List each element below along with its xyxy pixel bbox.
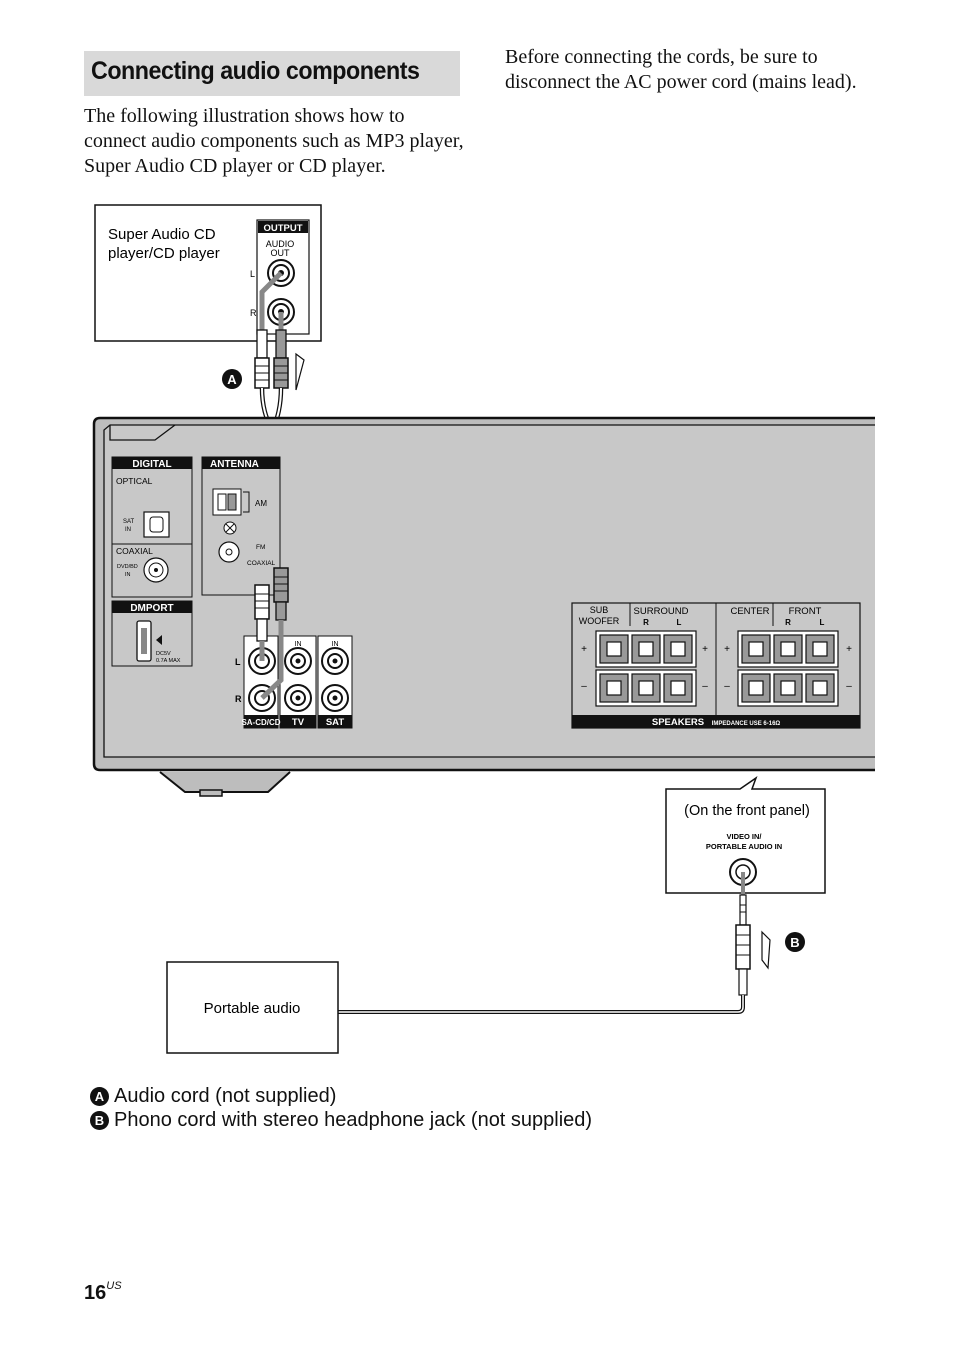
callout-b: B [785, 932, 805, 952]
intro-text: The following illustration shows how to … [84, 105, 464, 177]
audio-label: AUDIO [266, 239, 295, 249]
input-right-label: R [235, 694, 242, 704]
plug-top-red [273, 329, 289, 389]
svg-text:–: – [724, 681, 730, 692]
receiver-rear-panel: DIGITAL OPTICAL SAT IN COAXIAL DVD/BD IN… [92, 416, 875, 797]
front-right-label: R [785, 618, 791, 627]
svg-text:+: + [581, 644, 587, 655]
tv-jack-label: TV [292, 717, 305, 728]
svg-text:–: – [702, 681, 708, 692]
svg-text:+: + [846, 644, 852, 655]
sat-jack-r [321, 684, 349, 712]
callout-b-letter: B [790, 935, 799, 950]
output-label: OUTPUT [263, 223, 302, 234]
speakers-label: SPEAKERS [652, 717, 704, 728]
video-in-label: VIDEO IN/ [726, 832, 762, 841]
arrow-a-icon [295, 352, 305, 391]
audio-inputs: IN IN L R SA-CD/CD TV SAT [235, 635, 353, 729]
section-title: Connecting audio components [91, 57, 420, 85]
legend-text-b: Phono cord with stereo headphone jack (n… [114, 1109, 593, 1131]
front-left-label: L [820, 618, 825, 627]
speaker-terminals-left [595, 630, 697, 707]
speaker-terminals-right [737, 630, 839, 707]
sacd-label-line2: player/CD player [108, 245, 220, 262]
dc-label: DC5V [156, 651, 171, 657]
ground-icon [223, 521, 237, 535]
input-left-label: L [235, 657, 241, 667]
plug-top-white [254, 329, 270, 389]
legend-text-a: Audio cord (not supplied) [114, 1085, 337, 1107]
callout-a: A [222, 369, 242, 389]
sat-jack-label: SAT [326, 717, 344, 728]
sub-label: SUB [590, 605, 609, 615]
tv-jack-r [284, 684, 312, 712]
sat-in-jack-label: IN [332, 641, 339, 648]
sat-jack-l [321, 647, 349, 675]
dmport-section: DMPORT DC5V 0.7A MAX [111, 600, 193, 667]
speakers-section: SUB WOOFER SURROUND R L CENTER FRONT R L [571, 602, 861, 729]
arrow-b-icon [761, 930, 771, 970]
legend-badge-a: A [90, 1087, 109, 1106]
sacd-jack-label: SA-CD/CD [241, 718, 280, 727]
page-number-value: 16 [84, 1282, 107, 1304]
page-number-suffix: US [106, 1280, 122, 1292]
impedance-label: IMPEDANCE USE 6-16Ω [712, 721, 781, 727]
plug-bottom-white [254, 584, 270, 642]
portable-audio-in-label: PORTABLE AUDIO IN [706, 842, 782, 851]
svg-text:+: + [724, 644, 730, 655]
sacd-left-label: L [250, 269, 255, 279]
center-label: CENTER [730, 606, 769, 617]
svg-text:+: + [702, 644, 708, 655]
front-panel-caption: (On the front panel) [684, 803, 810, 819]
digital-section: DIGITAL OPTICAL SAT IN COAXIAL DVD/BD IN [111, 456, 193, 598]
fm-coaxial-label: COAXIAL [247, 560, 276, 567]
front-panel-inset: (On the front panel) VIDEO IN/ PORTABLE … [665, 776, 826, 894]
callout-a-letter: A [227, 372, 237, 387]
antenna-label: ANTENNA [210, 459, 259, 470]
legend-item-a: A Audio cord (not supplied) [90, 1085, 336, 1108]
dvdbd-in-label: IN [125, 572, 131, 578]
portable-audio-box: Portable audio [166, 961, 339, 1054]
svg-text:–: – [581, 681, 587, 692]
fm-jack [218, 541, 240, 563]
digital-label: DIGITAL [132, 459, 171, 470]
optical-label: OPTICAL [116, 476, 153, 486]
out-label: OUT [271, 248, 291, 258]
dc-max-label: 0.7A MAX [156, 658, 181, 664]
plug-bottom-red [273, 567, 289, 621]
dmport-label: DMPORT [130, 603, 173, 614]
section-title-bar: Connecting audio components [84, 51, 460, 96]
legend-badge-b: B [90, 1111, 109, 1130]
sacd-label-line1: Super Audio CD [108, 226, 216, 243]
portable-audio-label: Portable audio [204, 1000, 301, 1017]
coaxial-jack [143, 557, 169, 583]
sacd-player-box: Super Audio CD player/CD player OUTPUT A… [94, 204, 322, 342]
fm-label: FM [256, 544, 265, 551]
woofer-label: WOOFER [579, 616, 620, 626]
sat-label: SAT [123, 519, 135, 525]
tv-in-label: IN [295, 641, 302, 648]
am-label: AM [255, 499, 267, 508]
tv-jack-l [284, 647, 312, 675]
svg-text:–: – [846, 681, 852, 692]
sat-in-label: IN [125, 527, 131, 533]
coaxial-label: COAXIAL [116, 546, 153, 556]
front-label: FRONT [789, 606, 822, 617]
surround-label: SURROUND [634, 606, 689, 617]
note-text: Before connecting the cords, be sure to … [505, 46, 857, 93]
dvdbd-label: DVD/BD [117, 564, 138, 570]
surround-left-label: L [677, 618, 682, 627]
page-number: 16US [84, 1280, 122, 1305]
surround-right-label: R [643, 618, 649, 627]
legend-item-b: B Phono cord with stereo headphone jack … [90, 1109, 592, 1132]
sacd-right-label: R [250, 308, 257, 318]
antenna-section: ANTENNA AM FM COAXIAL [201, 456, 281, 596]
phono-cord-b [338, 872, 771, 1014]
